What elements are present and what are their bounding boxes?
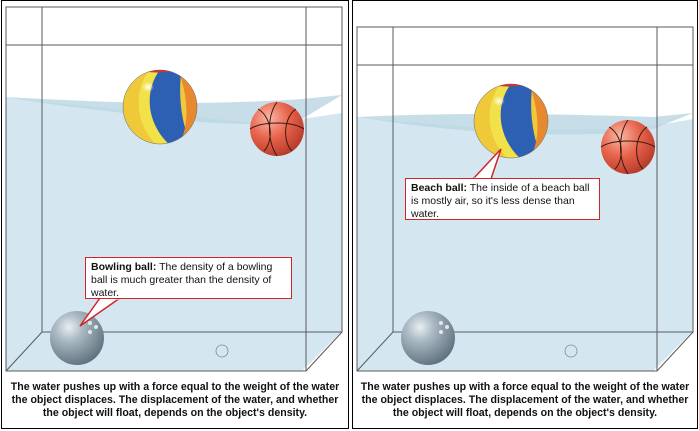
- tank-outline: [5, 6, 343, 372]
- bowling-ball: [50, 311, 104, 365]
- basketball: [249, 101, 305, 157]
- callout-text: The density of a bowling ball is much gr…: [91, 261, 273, 299]
- panel-beach-ball: Beach ball: The inside of a beach ball i…: [352, 0, 698, 429]
- bowling-ball: [401, 311, 455, 365]
- basketball: [600, 119, 656, 175]
- panel-bowling-ball: Bowling ball: The density of a bowling b…: [1, 0, 349, 429]
- caption: The water pushes up with a force equal t…: [360, 381, 690, 419]
- bubble: [564, 344, 578, 358]
- caption: The water pushes up with a force equal t…: [10, 381, 340, 419]
- callout-title: Bowling ball:: [91, 261, 157, 273]
- callout-title: Beach ball:: [411, 182, 468, 194]
- bubble: [215, 344, 229, 358]
- water-body: [6, 97, 342, 371]
- callout-beach-ball: Beach ball: The inside of a beach ball i…: [405, 178, 600, 220]
- tank-illustration: [5, 6, 343, 372]
- callout-text: The inside of a beach ball is mostly air…: [411, 182, 590, 220]
- tank-outline: [356, 26, 694, 372]
- callout-bowling-ball: Bowling ball: The density of a bowling b…: [85, 257, 292, 299]
